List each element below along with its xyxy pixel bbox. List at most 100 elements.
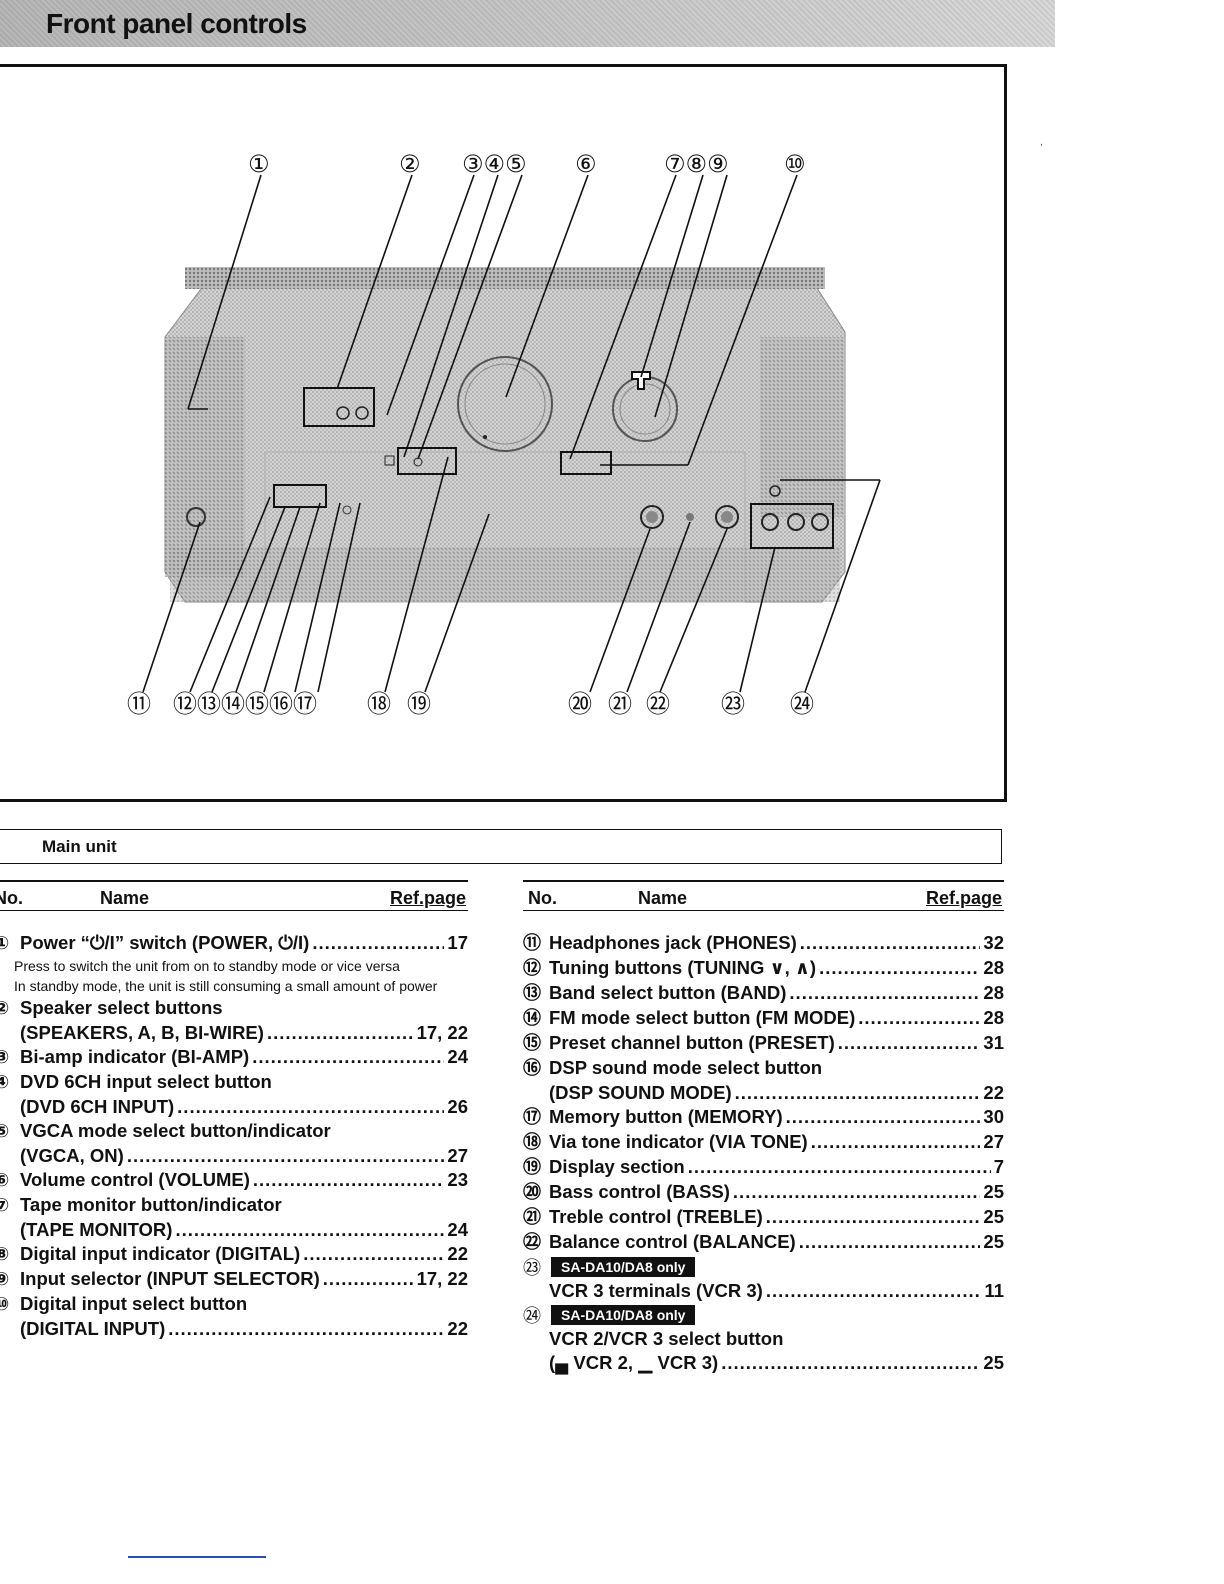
- item-name-cont: (VGCA, ON): [20, 1145, 124, 1166]
- callout-7-9: ⑦⑧⑨: [664, 150, 729, 178]
- item-name: Speaker select buttons: [20, 997, 223, 1018]
- list-item: ⑳ Bass control (BASS) 25: [523, 1180, 1004, 1205]
- item-ref: 28: [983, 1007, 1004, 1028]
- item-name: Digital input select button: [20, 1293, 248, 1314]
- item-ref: 24: [447, 1219, 468, 1240]
- item-marker: ㉑: [523, 1207, 541, 1228]
- header-no: No.: [0, 888, 23, 908]
- item-marker: ⑪: [523, 933, 541, 954]
- item-marker: ⑫: [523, 958, 541, 979]
- item-name: Digital input indicator (DIGITAL): [20, 1243, 301, 1264]
- callout-12-17: ⑫⑬⑭⑮⑯⑰: [173, 690, 317, 718]
- item-marker: ⑭: [523, 1008, 541, 1029]
- volume-knob: [457, 356, 553, 452]
- scan-mark: ,: [1040, 137, 1043, 148]
- callout-22: ㉒: [646, 690, 670, 718]
- item-marker: ㉔: [523, 1306, 541, 1327]
- model-badge: SA-DA10/DA8 only: [551, 1257, 696, 1277]
- item-ref: 17, 22: [416, 1268, 468, 1289]
- item-marker: ⑳: [523, 1182, 541, 1203]
- item-marker: ㉓: [523, 1258, 541, 1279]
- item-ref: 32: [983, 932, 1004, 953]
- item-ref: 22: [447, 1243, 468, 1264]
- item-name: Balance control (BALANCE): [549, 1231, 796, 1252]
- list-item: ㉓ SA-DA10/DA8 only VCR 3 terminals (VCR 3…: [523, 1255, 1004, 1303]
- callout-23: ㉓: [721, 690, 745, 718]
- item-name: Headphones jack (PHONES): [549, 932, 797, 953]
- header-no: No.: [528, 888, 557, 908]
- right-entries: ⑪ Headphones jack (PHONES) 32 ⑫ Tuning butt…: [523, 931, 1004, 1375]
- front-panel-figure: ① ② ③④⑤ ⑥ ⑦⑧⑨ ⑩ ⑪ ⑫⑬⑭⑮⑯⑰ ⑱ ⑲ ⑳ ㉑ ㉒ ㉓ ㉔: [0, 64, 1007, 802]
- list-item: ⑪ Headphones jack (PHONES) 32: [523, 931, 1004, 956]
- list-item: ③Bi-amp indicator (BI-AMP)24: [0, 1045, 468, 1070]
- item-marker: ⑰: [523, 1107, 541, 1128]
- item-name-cont: (▄ VCR 2, ▁ VCR 3): [549, 1352, 719, 1373]
- callout-21: ㉑: [608, 690, 632, 718]
- item-marker: ⑥: [0, 1170, 10, 1191]
- callout-2: ②: [399, 150, 421, 178]
- left-column-header: No. Name Ref.page: [0, 880, 468, 911]
- item-marker: ②: [0, 998, 10, 1019]
- item-name-cont: (SPEAKERS, A, B, BI-WIRE): [20, 1022, 264, 1043]
- item-marker: ⑮: [523, 1033, 541, 1054]
- callout-20: ⑳: [568, 690, 592, 718]
- item-name: VCR 3 terminals (VCR 3): [549, 1280, 763, 1301]
- item-ref: 22: [983, 1082, 1004, 1103]
- item-name: Bass control (BASS): [549, 1181, 730, 1202]
- item-name: Band select button (BAND): [549, 982, 787, 1003]
- header-bar: Front panel controls: [0, 0, 1055, 47]
- item-name: Treble control (TREBLE): [549, 1206, 763, 1227]
- list-item: ⑧ Digital input indicator (DIGITAL) 22: [0, 1242, 468, 1267]
- callout-6: ⑥: [575, 150, 597, 178]
- item-ref: 24: [447, 1046, 468, 1067]
- item-ref: 28: [983, 982, 1004, 1003]
- item-marker: ⑧: [0, 1244, 10, 1265]
- item-ref: 17: [447, 932, 468, 953]
- item-name: FM mode select button (FM MODE): [549, 1007, 856, 1028]
- tape-monitor-box: [560, 451, 612, 475]
- item-name: Tuning buttons (TUNING ∨, ∧): [549, 957, 817, 978]
- input-selector-knob: [612, 371, 678, 442]
- item-ref: 30: [983, 1106, 1004, 1127]
- item-name: Power “⏻/I” switch (POWER, ⏻/I): [20, 932, 310, 953]
- item-name: Input selector (INPUT SELECTOR): [20, 1268, 320, 1289]
- item-name: VGCA mode select button/indicator: [20, 1120, 331, 1141]
- section-label: Main unit: [42, 837, 117, 856]
- header-ref: Ref.page: [925, 888, 1002, 908]
- item-ref: 25: [983, 1181, 1004, 1202]
- leader-lines: [142, 174, 881, 693]
- page-title: Front panel controls: [46, 8, 307, 39]
- header-name: Name: [100, 888, 150, 908]
- item-marker: ⑱: [523, 1132, 541, 1153]
- header-ref: Ref.page: [389, 888, 466, 908]
- callout-10: ⑩: [784, 150, 806, 178]
- item-name: DVD 6CH input select button: [20, 1071, 272, 1092]
- callout-19: ⑲: [407, 690, 431, 718]
- item-name-cont: (DSP SOUND MODE): [549, 1082, 732, 1103]
- item-name: Preset channel button (PRESET): [549, 1032, 835, 1053]
- item-name: DSP sound mode select button: [549, 1057, 823, 1078]
- item-ref: 7: [993, 1156, 1004, 1177]
- item-marker: ⑯: [523, 1058, 541, 1079]
- model-badge: SA-DA10/DA8 only: [551, 1305, 696, 1325]
- item-name: Display section: [549, 1156, 685, 1177]
- item-name-cont: (DIGITAL INPUT): [20, 1318, 166, 1339]
- item-marker: ④: [0, 1072, 10, 1093]
- section-main-unit: Main unit: [0, 829, 1002, 864]
- item-ref: 22: [447, 1318, 468, 1339]
- item-ref: 26: [447, 1096, 468, 1117]
